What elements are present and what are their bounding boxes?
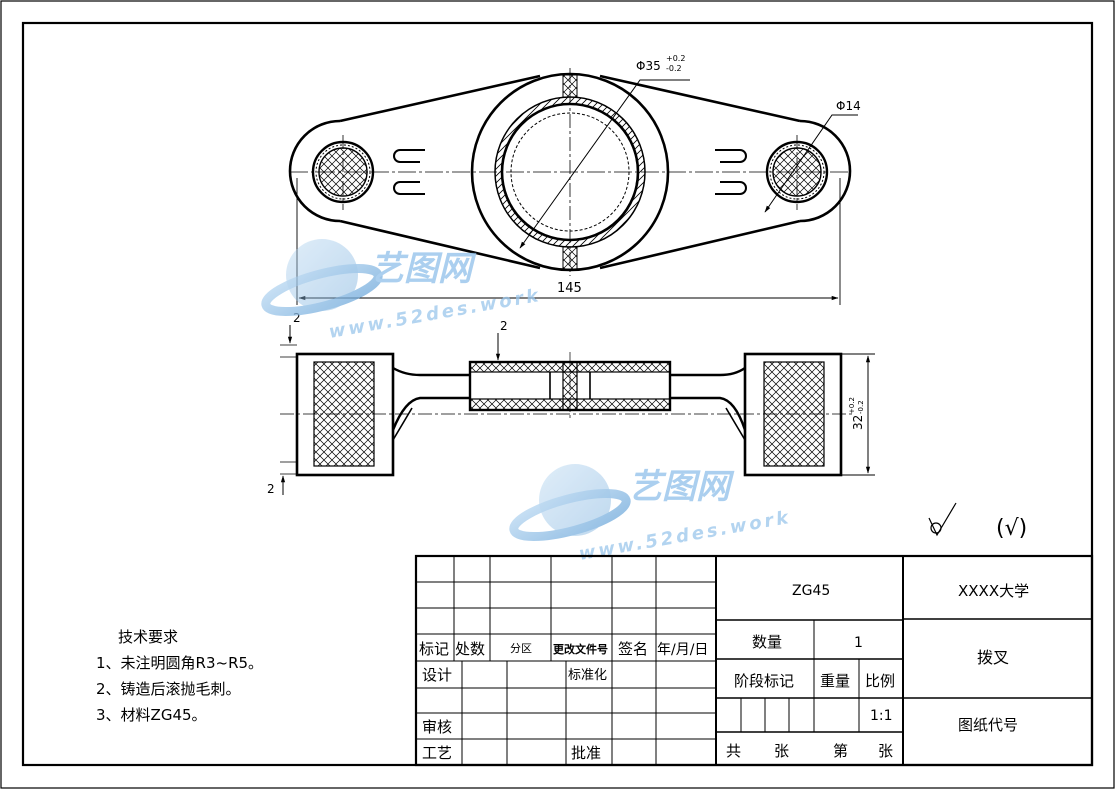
watermark-brand: 艺图网 (370, 249, 477, 289)
bottom-offset-label: 2 (267, 482, 275, 496)
scale-value: 1:1 (870, 708, 893, 724)
big-diameter-tol-lower: -0.2 (666, 64, 682, 73)
design-label: 设计 (422, 666, 452, 684)
total-label: 共 (726, 742, 741, 760)
drawing-code: 图纸代号 (958, 716, 1018, 734)
page-sheet-label: 张 (878, 742, 893, 760)
standardize-label: 标准化 (568, 668, 607, 683)
rev-doc: 更改文件号 (553, 642, 608, 656)
rev-sign: 签名 (618, 640, 648, 658)
big-diameter-tol-upper: +0.2 (666, 54, 685, 63)
tech-req-item-2: 2、铸造后滚抛毛刺。 (96, 680, 241, 698)
rev-mark: 标记 (419, 640, 449, 658)
tech-req-item-1: 1、未注明圆角R3~R5。 (96, 654, 264, 672)
sheet-label: 张 (774, 742, 789, 760)
overall-length-label: 145 (557, 281, 582, 296)
scale-label: 比例 (865, 672, 895, 690)
tech-req-item-3: 3、材料ZG45。 (96, 706, 207, 724)
process-label: 工艺 (422, 744, 452, 762)
watermark-brand-2: 艺图网 (628, 467, 735, 507)
school-name: XXXX大学 (958, 582, 1029, 600)
rev-date: 年/月/日 (657, 642, 708, 658)
quantity-label: 数量 (752, 633, 782, 651)
watermark-lower: 艺图网 www.52des.work (509, 464, 793, 565)
technical-requirements: 技术要求 1、未注明圆角R3~R5。 2、铸造后滚抛毛刺。 3、材料ZG45。 (96, 624, 263, 728)
review-label: 审核 (422, 718, 452, 736)
stage-label: 阶段标记 (734, 672, 794, 690)
weight-label: 重量 (820, 672, 850, 690)
height-tol-lower: -0.2 (857, 400, 865, 414)
title-block (414, 554, 1094, 767)
top-offset-label: 2 (293, 311, 301, 325)
rev-zone: 分区 (510, 642, 532, 655)
quantity-value: 1 (854, 635, 863, 651)
small-diameter-label: Φ14 (836, 99, 861, 113)
part-name: 拨叉 (977, 648, 1009, 667)
height-tol-upper: +0.2 (848, 397, 856, 414)
height-label: 32 (851, 415, 865, 430)
rib-thickness-label: 2 (500, 319, 508, 333)
rev-count: 处数 (455, 640, 485, 658)
material-value: ZG45 (792, 583, 830, 599)
section-view (280, 325, 875, 495)
surface-finish-other: (√) (996, 516, 1027, 541)
page-label: 第 (833, 742, 848, 760)
surface-finish-symbol (928, 502, 957, 537)
tech-req-heading: 技术要求 (118, 628, 179, 646)
top-view (288, 68, 858, 305)
approve-label: 批准 (571, 744, 601, 762)
big-diameter-label: Φ35 (636, 59, 661, 73)
